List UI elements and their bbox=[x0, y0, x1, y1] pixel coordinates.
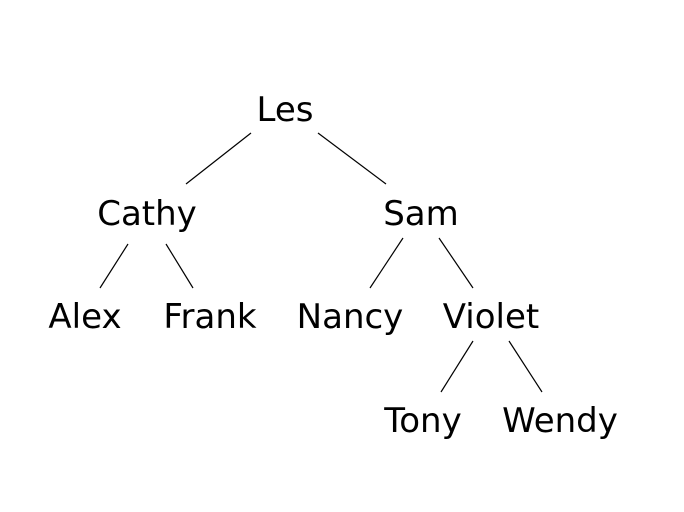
node-tony: Tony bbox=[383, 401, 461, 441]
edge-les-cathy bbox=[185, 132, 252, 185]
edge-sam-nancy bbox=[369, 237, 404, 289]
edge-les-sam bbox=[317, 132, 387, 185]
tree-labels: Les Cathy Sam Alex Frank Nancy Violet To… bbox=[48, 90, 617, 441]
node-frank: Frank bbox=[163, 297, 256, 337]
node-sam: Sam bbox=[383, 194, 459, 234]
node-wendy: Wendy bbox=[502, 401, 618, 441]
edge-violet-tony bbox=[440, 340, 474, 393]
edge-cathy-alex bbox=[99, 243, 129, 289]
node-alex: Alex bbox=[48, 297, 121, 337]
edge-sam-violet bbox=[438, 237, 474, 289]
node-cathy: Cathy bbox=[97, 194, 197, 234]
tree-edges bbox=[99, 132, 543, 393]
node-les: Les bbox=[257, 90, 314, 130]
edge-cathy-frank bbox=[165, 243, 194, 289]
node-violet: Violet bbox=[443, 297, 539, 337]
edge-violet-wendy bbox=[508, 340, 543, 393]
node-nancy: Nancy bbox=[297, 297, 404, 337]
